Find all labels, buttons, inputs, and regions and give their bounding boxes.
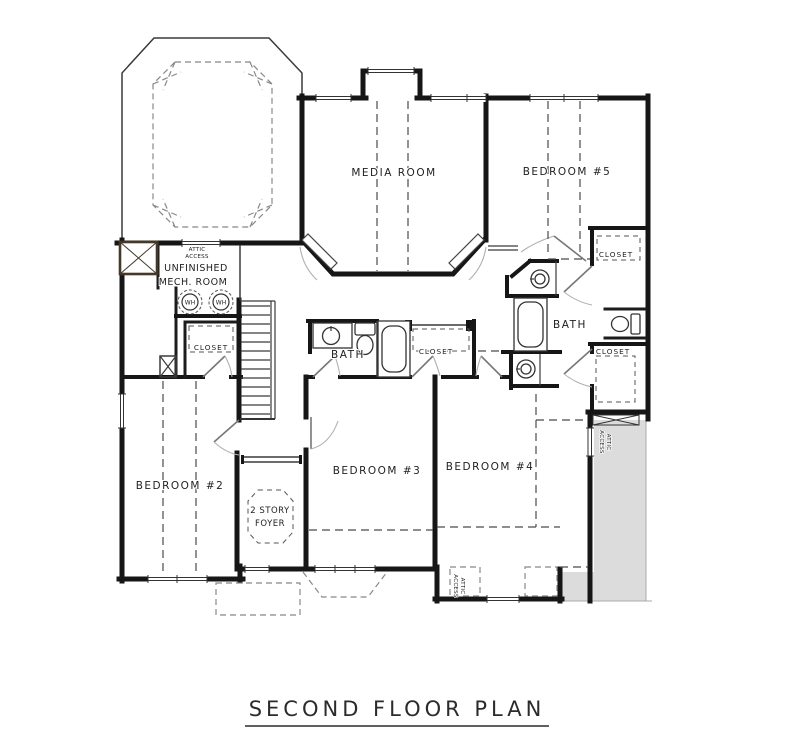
window: [244, 565, 270, 573]
svg-text:ATTIC: ATTIC: [605, 434, 611, 451]
water-heater-icon: WH: [177, 289, 203, 315]
svg-text:ATTIC: ATTIC: [459, 578, 465, 595]
window: [430, 94, 487, 102]
door-swing: [213, 419, 240, 456]
page-title: SECOND FLOOR PLAN: [249, 697, 546, 721]
roof-below-outline: [215, 582, 301, 616]
door-swing: [563, 348, 593, 388]
bathtub-icon: [513, 297, 548, 352]
door-swing: [520, 235, 587, 262]
room-label-closet-left: CLOSET: [194, 343, 228, 352]
attic-access-hatch: [586, 427, 594, 457]
window: [118, 393, 126, 429]
door-swing: [411, 355, 441, 378]
vanity-sink-icon: [312, 322, 353, 349]
water-heater-icon: WH: [208, 289, 234, 315]
stairs: [240, 300, 276, 420]
title-block: SECOND FLOOR PLAN: [245, 697, 549, 727]
door-swing: [202, 355, 233, 378]
room-label-foyer-2: FOYER: [255, 519, 285, 529]
dashed-lines: [162, 101, 641, 616]
attic-access-label-rotated: ATTIC ACCESS: [451, 574, 465, 599]
room-label-mech-2: MECH. ROOM: [159, 277, 228, 288]
window: [486, 595, 520, 603]
room-label-bedroom-2: BEDROOM #2: [136, 480, 225, 492]
attic-access-label: ATTIC: [189, 247, 206, 253]
double-door-leaf: [299, 233, 338, 281]
room-label-bedroom-3: BEDROOM #3: [333, 465, 422, 477]
room-label-foyer-1: 2 STORY: [250, 506, 290, 516]
vanity-sink-icon: [530, 269, 550, 289]
window: [315, 94, 352, 102]
vent-window: [592, 414, 640, 426]
windows: [118, 67, 640, 603]
foyer-railing: [241, 455, 302, 464]
window: [147, 575, 208, 583]
room-label-bath-center: BATH: [331, 349, 365, 361]
chase-icon: [159, 355, 177, 378]
door-swing: [563, 265, 593, 306]
chimney-icon: [118, 240, 159, 276]
room-label-bedroom-5: BEDROOM #5: [523, 166, 612, 178]
fixtures: WH WH: [118, 240, 641, 379]
room-label-bath-right: BATH: [553, 319, 587, 331]
door-swing: [475, 355, 503, 378]
window: [529, 94, 599, 102]
foyer-ceiling-octagon: [247, 489, 294, 544]
svg-text:ACCESS: ACCESS: [452, 574, 458, 598]
attic-access-hatch: [181, 239, 221, 247]
attic-access-label: ACCESS: [185, 254, 209, 260]
door-swing: [312, 355, 341, 378]
window: [314, 565, 376, 573]
vanity-sink-icon: [516, 359, 536, 379]
bay-window-outline: [302, 571, 388, 598]
toilet-icon: [610, 313, 641, 335]
window: [367, 67, 415, 75]
room-label-closet-right-top: CLOSET: [599, 250, 633, 259]
labels: MEDIA ROOM BEDROOM #5 BEDROOM #2 BEDROOM…: [135, 165, 633, 599]
cased-opening: [488, 245, 518, 251]
attic-access-label-rotated: ATTIC ACCESS: [597, 430, 611, 455]
room-label-media-room: MEDIA ROOM: [351, 167, 436, 179]
open-below-room: [121, 37, 303, 243]
toilet-icon: [354, 322, 376, 356]
door-swing: [310, 417, 339, 450]
doors: [202, 233, 593, 456]
room-label-bedroom-4: BEDROOM #4: [446, 461, 535, 473]
water-heater-label: WH: [185, 300, 195, 307]
room-label-closet-center: CLOSET: [419, 347, 453, 356]
water-heater-label: WH: [216, 300, 226, 307]
room-label-closet-right-bottom: CLOSET: [596, 347, 630, 356]
double-door-leaf: [448, 233, 487, 281]
room-label-mech-1: UNFINISHED: [164, 263, 228, 274]
svg-text:ACCESS: ACCESS: [598, 430, 604, 454]
bathtub-icon: [377, 320, 411, 378]
